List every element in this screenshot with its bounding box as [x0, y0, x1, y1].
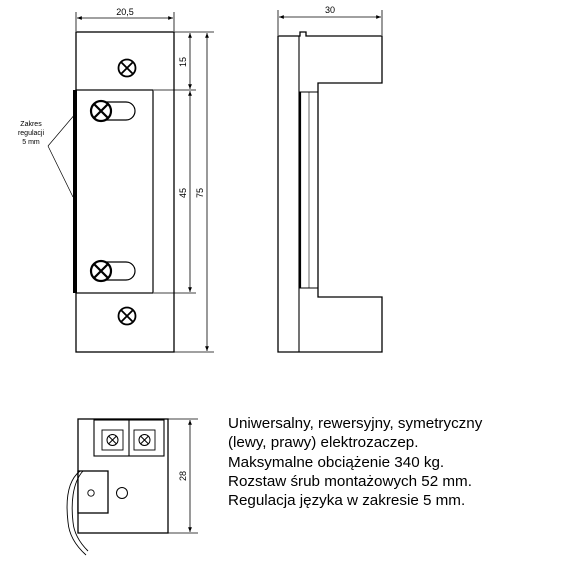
- front-plate: [75, 31, 175, 353]
- description-line: Uniwersalny, rewersyjny, symetryczny: [228, 415, 483, 432]
- screw-icon: [89, 99, 113, 123]
- end-view: 28: [66, 418, 198, 556]
- adjustment-edge-bar: [73, 90, 77, 293]
- callout-label-line1: Zakres: [20, 121, 42, 128]
- description-line: Rozstaw śrub montażowych 52 mm.: [228, 472, 472, 490]
- dimension-top-offset: 15: [178, 57, 188, 67]
- terminal-screw-icon: [106, 434, 119, 446]
- screw-icon: [117, 58, 137, 78]
- description-line: Regulacja języka w zakresie 5 mm.: [228, 492, 466, 510]
- callout-label-line2: regulacji: [18, 130, 45, 137]
- dimension-front-width: 20,5: [116, 7, 134, 17]
- terminal-screw-icon: [138, 434, 151, 446]
- dimension-side-width: 30: [325, 5, 335, 15]
- latch-cross-section: [77, 470, 109, 514]
- mounting-hole: [116, 487, 128, 499]
- adjustment-slot-upper: [100, 101, 136, 121]
- screw-icon: [89, 259, 113, 283]
- callout-leader: [47, 112, 77, 147]
- side-profile: [277, 31, 383, 353]
- side-view: 30: [277, 5, 383, 353]
- product-description: Uniwersalny, rewersyjny, symetryczny (le…: [228, 414, 563, 510]
- dimension-total-height: 75: [195, 188, 205, 198]
- screw-icon: [117, 306, 137, 326]
- inner-plate: [75, 89, 154, 294]
- description-line: Maksymalne obciążenie 340 kg.: [228, 453, 445, 471]
- dimension-slot-span: 45: [178, 188, 188, 198]
- dimension-end-height: 28: [178, 471, 188, 481]
- description-line: (lewy, prawy) elektrozaczep.: [228, 434, 419, 452]
- adjustment-slot-lower: [100, 261, 136, 281]
- callout-label-line3: 5 mm: [22, 139, 40, 146]
- lead-wire: [66, 470, 87, 556]
- front-view: 20,5 15 45 75 Zakres regulacji 5 mm: [18, 7, 214, 353]
